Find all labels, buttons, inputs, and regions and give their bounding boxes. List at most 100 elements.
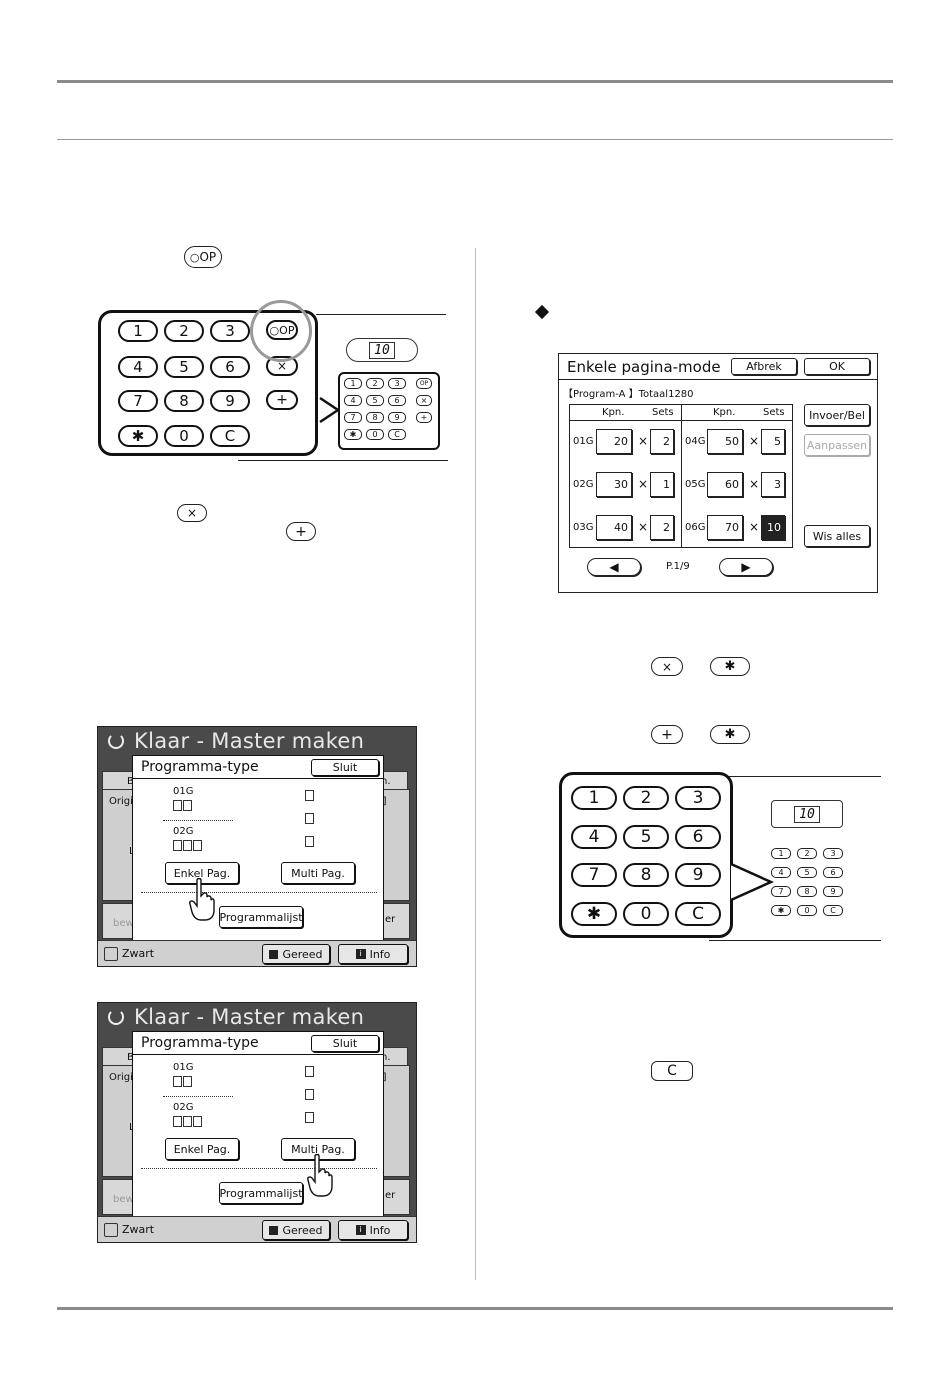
program-list-button[interactable]: Programmalijst	[219, 906, 303, 928]
ready-button[interactable]: Gereed	[262, 1220, 330, 1240]
cancel-button[interactable]: Afbrek	[731, 358, 797, 375]
plus-key-icon: +	[651, 725, 683, 744]
diamond-bullet-icon	[534, 304, 550, 320]
mini-key-3: 3	[388, 378, 406, 389]
times-sign: ×	[638, 434, 649, 448]
key-4: 4	[571, 825, 617, 849]
program-type-dialog: Programma-type Sluit 01G 02G Enkel Pag. …	[132, 755, 384, 941]
key-4: 4	[118, 356, 158, 378]
mini-key-6: 6	[823, 867, 843, 878]
key-1: 1	[571, 786, 617, 810]
key-7: 7	[571, 863, 617, 887]
key-0: 0	[623, 902, 669, 926]
mini-key-c: C	[823, 905, 843, 916]
pages-icon-02g	[173, 838, 203, 856]
mini-key-3: 3	[823, 848, 843, 859]
pages-icon-01g	[173, 798, 193, 816]
dialog-divider	[141, 1168, 377, 1169]
group-label: 06G	[685, 522, 706, 533]
sets-field-selected[interactable]: 10	[761, 515, 785, 540]
mini-key-9: 9	[823, 886, 843, 897]
print-color-icon	[104, 947, 118, 961]
ok-button[interactable]: OK	[804, 358, 870, 375]
mini-key-star: ✱	[344, 429, 362, 440]
counter-display: 10	[771, 800, 843, 828]
mini-key-star: ✱	[771, 905, 791, 916]
mini-key-4: 4	[771, 867, 791, 878]
dialog-title: Programma-type	[141, 759, 259, 775]
dialog-divider	[141, 892, 377, 893]
mini-key-multiply: ×	[416, 395, 432, 406]
keypad-illustration-2: 1 2 3 4 5 6 7 8 9 ✱ 0 C 10 1 2 3 4 5 6 7…	[559, 772, 881, 944]
groups-table: Kpn. Sets Kpn. Sets	[569, 404, 793, 548]
single-page-mode-screen: Enkele pagina-mode Afbrek OK 【Program-A …	[558, 353, 878, 593]
single-page-button[interactable]: Enkel Pag.	[165, 862, 239, 884]
program-type-dialog: Programma-type Sluit 01G 02G Enkel Pag. …	[132, 1031, 384, 1217]
header-sets-left: Sets	[652, 407, 674, 418]
callout-lines	[730, 862, 775, 902]
close-button[interactable]: Sluit	[311, 759, 379, 776]
program-list-button[interactable]: Programmalijst	[219, 1182, 303, 1204]
sets-field[interactable]: 1	[650, 472, 674, 497]
screen-title: Klaar - Master maken	[134, 729, 365, 753]
mini-key-c: C	[388, 429, 406, 440]
key-8: 8	[164, 390, 204, 412]
touch-panel-screen-1: Klaar - Master maken B n. Origi -] L bew…	[97, 726, 417, 967]
plus-key-icon: +	[286, 522, 316, 541]
group-label: 02G	[573, 479, 594, 490]
copies-field[interactable]: 60	[707, 472, 743, 497]
pages-icon-02g	[173, 1114, 203, 1132]
header-kpn-left: Kpn.	[602, 407, 625, 418]
hand-pointer-icon	[189, 878, 215, 921]
key-6: 6	[675, 825, 721, 849]
clear-key-icon: C	[651, 1061, 693, 1081]
key-6: 6	[210, 356, 250, 378]
sets-field[interactable]: 2	[650, 429, 674, 454]
times-sign: ×	[749, 434, 760, 448]
times-sign: ×	[638, 477, 649, 491]
single-page-button[interactable]: Enkel Pag.	[165, 1138, 239, 1160]
group-02g-label: 02G	[173, 1102, 194, 1113]
times-sign: ×	[749, 520, 760, 534]
entry-button[interactable]: Invoer/Bel	[804, 404, 870, 426]
print-color-icon	[104, 1223, 118, 1237]
table-mid-rule	[681, 405, 682, 547]
key-2: 2	[623, 786, 669, 810]
sets-field[interactable]: 5	[761, 429, 785, 454]
status-color: Zwart	[122, 947, 155, 960]
dialog-title-rule	[133, 778, 383, 779]
status-color: Zwart	[122, 1223, 155, 1236]
prev-page-button[interactable]: ◀	[587, 558, 641, 576]
copies-field[interactable]: 50	[707, 429, 743, 454]
copies-field[interactable]: 40	[596, 515, 632, 540]
sets-field[interactable]: 2	[650, 515, 674, 540]
key-star: ✱	[118, 425, 158, 447]
machine-edge-bottom	[709, 940, 881, 941]
next-page-button[interactable]: ▶	[719, 558, 773, 576]
mini-key-2: 2	[366, 378, 384, 389]
title-rule	[559, 379, 877, 380]
counter-display: 10	[346, 338, 418, 362]
ready-button[interactable]: Gereed	[262, 944, 330, 964]
dotted-separator	[163, 1096, 233, 1097]
sets-field[interactable]: 3	[761, 472, 785, 497]
spinner-icon	[108, 733, 124, 749]
copies-field[interactable]: 30	[596, 472, 632, 497]
clear-all-button[interactable]: Wis alles	[804, 525, 870, 547]
mini-key-5: 5	[797, 867, 817, 878]
copies-field[interactable]: 70	[707, 515, 743, 540]
key-c: C	[210, 425, 250, 447]
header-sets-right: Sets	[763, 407, 785, 418]
star-key-icon: ✱	[710, 657, 750, 676]
key-star: ✱	[571, 902, 617, 926]
spinner-icon	[108, 1009, 124, 1025]
multiply-key-icon: ×	[177, 504, 207, 522]
multi-page-button[interactable]: Multi Pag.	[281, 862, 355, 884]
multiply-key-icon: ×	[651, 657, 683, 676]
column-divider	[475, 248, 476, 1280]
highlight-circle	[250, 300, 312, 362]
copies-field[interactable]: 20	[596, 429, 632, 454]
close-button[interactable]: Sluit	[311, 1035, 379, 1052]
